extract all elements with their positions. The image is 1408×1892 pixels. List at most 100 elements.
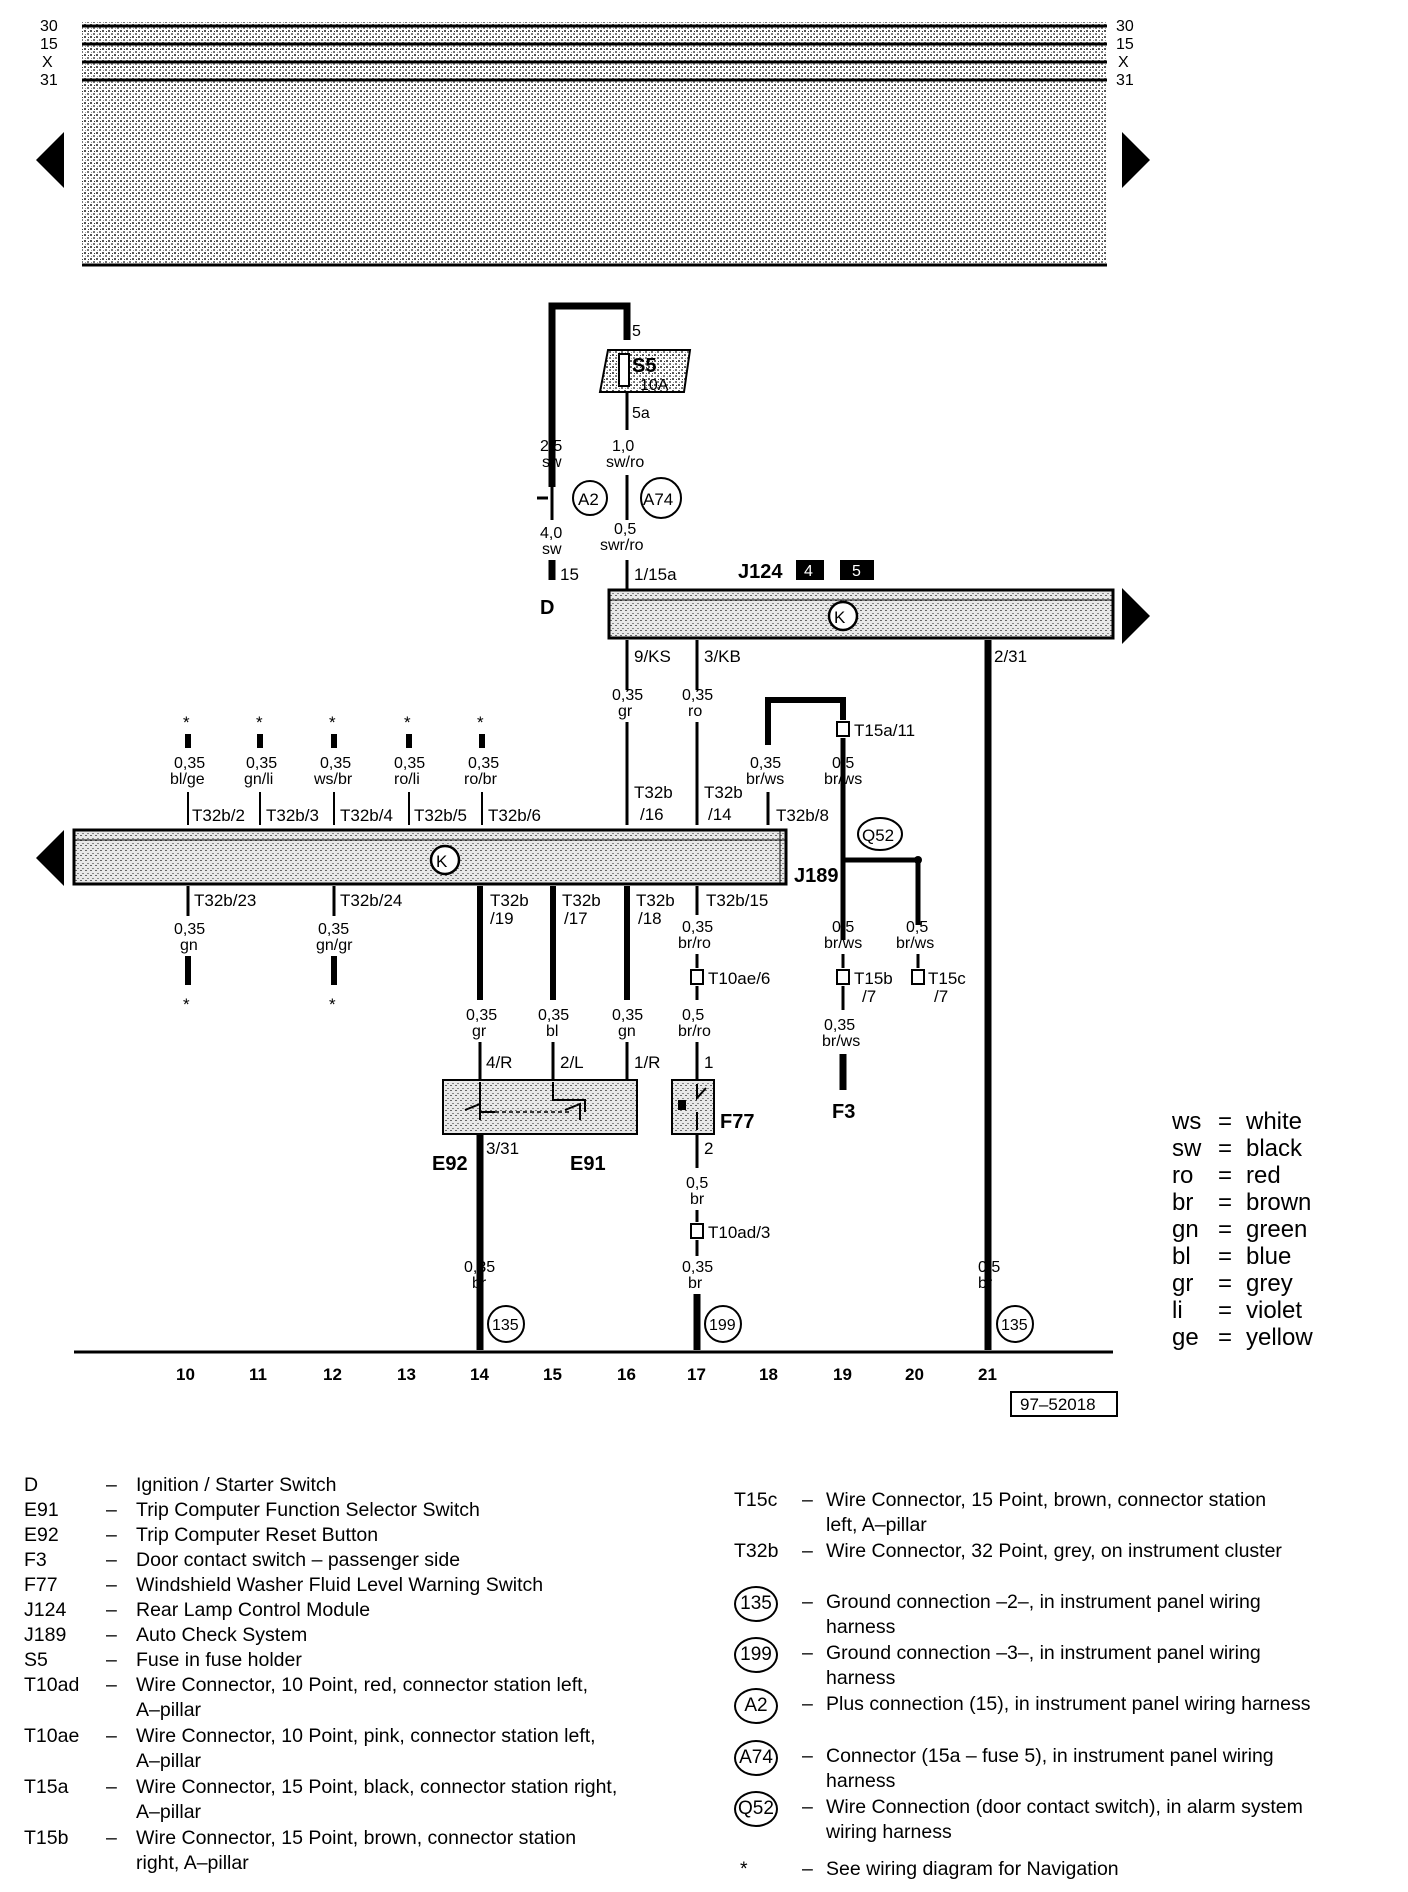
legend-eq: =: [1218, 1108, 1233, 1135]
wire-color: gr: [472, 1023, 487, 1040]
connector-label: T32b/4: [340, 806, 393, 825]
legend-name: violet: [1246, 1297, 1303, 1324]
desc-text: A–pillar: [136, 1699, 202, 1721]
connector-label: T32b/24: [340, 891, 402, 910]
desc-text: Wire Connector, 15 Point, brown, connect…: [826, 1489, 1267, 1511]
wire-size: 0,5: [978, 1259, 1000, 1276]
fuse-pin-bottom: 5a: [632, 405, 650, 422]
legend-name: white: [1246, 1108, 1303, 1135]
desc-dash: –: [106, 1474, 117, 1496]
desc-text: Wire Connector, 32 Point, grey, on instr…: [826, 1540, 1282, 1562]
arrow-right-icon[interactable]: [1122, 132, 1150, 188]
wire-color: br: [688, 1275, 703, 1292]
star-note: *: [183, 995, 190, 1014]
desc-item: Q52–Wire Connection (door contact switch…: [734, 1791, 1394, 1847]
fuse-label: S5: [632, 355, 656, 377]
diagram-ref: 97–52018: [1020, 1395, 1096, 1414]
arrow-left-icon[interactable]: [36, 132, 64, 188]
desc-text: Ground connection –3–, in instrument pan…: [826, 1642, 1261, 1664]
wire-size: 2,5: [540, 438, 562, 455]
legend-eq: =: [1218, 1324, 1233, 1351]
desc-item: E92–Trip Computer Reset Button: [24, 1523, 704, 1549]
legend-code: bl: [1172, 1243, 1191, 1270]
connector-label: /19: [490, 909, 514, 928]
wire-size: 0,35: [174, 921, 205, 938]
legend-eq: =: [1218, 1216, 1233, 1243]
desc-text: right, A–pillar: [136, 1852, 249, 1874]
desc-code: *: [740, 1858, 748, 1880]
desc-code: T10ad: [24, 1674, 80, 1696]
wire-color: sw/ro: [606, 454, 644, 471]
desc-item: 199–Ground connection –3–, in instrument…: [734, 1637, 1394, 1693]
wire-size: 0,35: [682, 687, 713, 704]
connector-label: T32b: [490, 891, 529, 910]
desc-item: T10ae–Wire Connector, 10 Point, pink, co…: [24, 1724, 704, 1776]
desc-dash: –: [802, 1858, 813, 1880]
bus-label-x-right: X: [1118, 54, 1129, 71]
connector-q52: Q52: [862, 826, 894, 845]
legend-code: ro: [1172, 1162, 1194, 1189]
desc-text: Auto Check System: [136, 1624, 308, 1646]
connector-label: T32b: [704, 783, 743, 802]
wire-color: bl/ge: [170, 771, 205, 788]
legend-row: ro=red: [1172, 1162, 1281, 1190]
desc-text: harness: [826, 1770, 896, 1792]
fuse-s5: S5 10A 5 5a: [548, 302, 692, 487]
connector-label: /14: [708, 805, 732, 824]
arrow-right-icon[interactable]: [1122, 588, 1150, 644]
desc-text: Trip Computer Function Selector Switch: [136, 1499, 480, 1521]
connector-label: /7: [934, 987, 948, 1006]
legend-row: br=brown: [1172, 1189, 1311, 1217]
wire-size: 0,5: [614, 521, 636, 538]
legend-code: sw: [1172, 1135, 1202, 1162]
desc-text: Fuse in fuse holder: [136, 1649, 302, 1671]
bus-label-x-left: X: [42, 54, 53, 71]
connector-label: T32b/23: [194, 891, 256, 910]
desc-item: F77–Windshield Washer Fluid Level Warnin…: [24, 1573, 704, 1599]
connector-label: T10ae/6: [708, 969, 770, 988]
desc-dash: –: [106, 1725, 117, 1747]
desc-dash: –: [106, 1624, 117, 1646]
legend-eq: =: [1218, 1243, 1233, 1270]
desc-code: F3: [24, 1549, 47, 1571]
legend-code: gr: [1172, 1270, 1194, 1297]
component-j124: J124: [738, 561, 783, 583]
desc-item: T10ad–Wire Connector, 10 Point, red, con…: [24, 1673, 704, 1725]
wire-color: gn: [180, 937, 198, 954]
legend-eq: =: [1218, 1162, 1233, 1189]
column-number: 12: [323, 1365, 342, 1384]
wire-color: gn/li: [244, 771, 273, 788]
bus-label-31-right: 31: [1116, 72, 1134, 89]
desc-dash: –: [106, 1827, 117, 1849]
desc-dash: –: [106, 1574, 117, 1596]
star-note: *: [404, 713, 411, 732]
connector-label: T32b/8: [776, 806, 829, 825]
column-number: 13: [397, 1365, 416, 1384]
connector-label: T32b: [562, 891, 601, 910]
ground-symbol-k: K: [436, 852, 448, 871]
desc-text: Wire Connection (door contact switch), i…: [826, 1796, 1303, 1818]
desc-code: A2: [734, 1688, 778, 1724]
desc-text: Windshield Washer Fluid Level Warning Sw…: [136, 1574, 544, 1596]
desc-dash: –: [802, 1693, 813, 1715]
pin-label: 4/R: [486, 1053, 512, 1072]
j189-outputs: T32b/23 T32b/24 T32b /19 T32b /17 T32b /…: [174, 886, 966, 1123]
star-note: *: [477, 713, 484, 732]
desc-text: wiring harness: [826, 1821, 952, 1843]
wire-size: 0,35: [394, 755, 425, 772]
desc-code: 199: [734, 1637, 778, 1673]
desc-item: E91–Trip Computer Function Selector Swit…: [24, 1498, 704, 1524]
arrow-left-icon[interactable]: [36, 830, 64, 886]
legend-eq: =: [1218, 1270, 1233, 1297]
star-note: *: [329, 713, 336, 732]
desc-code: S5: [24, 1649, 48, 1671]
connector-label: T32b: [634, 783, 673, 802]
wire-size: 0,35: [612, 687, 643, 704]
wire-color: swr/ro: [600, 537, 644, 554]
wire-color: gn/gr: [316, 937, 353, 954]
desc-code: T15a: [24, 1776, 69, 1798]
pin-label: 1/R: [634, 1053, 660, 1072]
desc-code: E92: [24, 1524, 59, 1546]
fuse-rating: 10A: [640, 377, 669, 394]
wire-size: 0,35: [612, 1007, 643, 1024]
